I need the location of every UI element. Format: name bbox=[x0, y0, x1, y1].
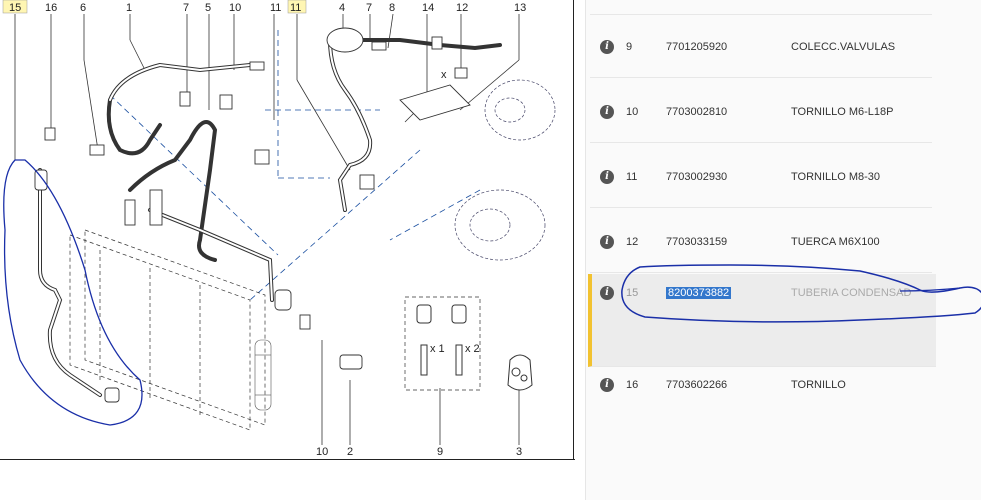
callout-label: 15 bbox=[9, 2, 21, 14]
x-mark: x bbox=[441, 69, 447, 81]
leader-lines bbox=[14, 13, 520, 445]
callout-label: 9 bbox=[437, 446, 443, 458]
callout-15-highlight bbox=[2, 0, 28, 14]
row-number: 9 bbox=[626, 41, 633, 53]
callout-label: 13 bbox=[514, 2, 526, 14]
callout-label: 2 bbox=[347, 446, 353, 458]
callout-label: 12 bbox=[456, 2, 468, 14]
part-reference[interactable]: 7703602266 bbox=[666, 379, 728, 391]
part-reference[interactable]: 7703002810 bbox=[666, 106, 728, 118]
part-description: TORNILLO bbox=[791, 379, 846, 391]
row-number: 12 bbox=[626, 236, 639, 248]
parts-row-partial bbox=[590, 0, 932, 15]
diagram-right-border bbox=[573, 0, 574, 460]
callout-label: 1 bbox=[126, 2, 132, 14]
hand-drawn-circle bbox=[3, 159, 143, 426]
callout-11-box bbox=[287, 0, 307, 14]
exploded-parts-diagram: 15 16 6 1 7 5 10 11 11 4 7 8 14 12 13 bbox=[2, 0, 556, 458]
info-icon[interactable]: i bbox=[600, 40, 614, 54]
callout-label: 3 bbox=[516, 446, 522, 458]
callout-label: 6 bbox=[80, 2, 86, 14]
row-number: 16 bbox=[626, 379, 639, 391]
row-number: 11 bbox=[626, 171, 638, 183]
valve-kit: x 1 x 2 bbox=[404, 296, 481, 391]
callout-label: 7 bbox=[183, 2, 189, 14]
fittings bbox=[34, 27, 471, 403]
compressor-sketch bbox=[454, 79, 556, 261]
parts-list-panel: i 9 7701205920 COLECC.VALVULAS i 10 7703… bbox=[586, 0, 981, 500]
diagram-bottom-border bbox=[0, 459, 575, 460]
qty-label: x 1 bbox=[430, 343, 445, 355]
part-description: TORNILLO M8-30 bbox=[791, 171, 881, 183]
table-row[interactable]: i 9 7701205920 COLECC.VALVULAS bbox=[590, 15, 932, 78]
info-icon[interactable]: i bbox=[600, 105, 614, 119]
info-icon[interactable]: i bbox=[600, 286, 614, 300]
part-description: COLECC.VALVULAS bbox=[791, 41, 896, 53]
oring-bag bbox=[507, 354, 533, 391]
table-row-selected[interactable]: i 15 8200373882 TUBERIA CONDENSAD bbox=[588, 274, 936, 367]
panel-divider bbox=[585, 0, 586, 500]
part-description: TORNILLO M6-L18P bbox=[791, 106, 894, 118]
part-reference[interactable]: 7701205920 bbox=[666, 41, 728, 53]
callout-label: 11 bbox=[270, 2, 281, 14]
part-reference[interactable]: 7703002930 bbox=[666, 171, 728, 183]
callout-label: 5 bbox=[205, 2, 211, 14]
info-icon[interactable]: i bbox=[600, 170, 614, 184]
callout-label: 4 bbox=[339, 2, 345, 14]
info-icon[interactable]: i bbox=[600, 378, 614, 392]
part-description: TUERCA M6X100 bbox=[791, 236, 880, 248]
row-number: 15 bbox=[626, 287, 639, 299]
callout-label: 10 bbox=[229, 2, 241, 14]
callout-label: 8 bbox=[389, 2, 395, 14]
qty-label: x 2 bbox=[465, 343, 480, 355]
receiver-drier bbox=[254, 339, 272, 411]
table-row[interactable]: i 11 7703002930 TORNILLO M8-30 bbox=[590, 145, 932, 208]
part-description: TUBERIA CONDENSAD bbox=[791, 287, 912, 299]
table-row[interactable]: i 10 7703002810 TORNILLO M6-L18P bbox=[590, 80, 932, 143]
callout-label: 7 bbox=[366, 2, 372, 14]
info-icon[interactable]: i bbox=[600, 235, 614, 249]
callout-label: 11 bbox=[290, 2, 301, 14]
callout-label: 16 bbox=[45, 2, 57, 14]
part-reference-selected[interactable]: 8200373882 bbox=[666, 287, 732, 299]
dashed-guides bbox=[109, 30, 481, 301]
condenser-outline bbox=[69, 229, 266, 431]
callout-label: 14 bbox=[422, 2, 434, 14]
table-row[interactable]: i 16 7703602266 TORNILLO bbox=[590, 368, 932, 430]
part-reference[interactable]: 7703033159 bbox=[666, 236, 728, 248]
row-number: 10 bbox=[626, 106, 639, 118]
table-row[interactable]: i 12 7703033159 TUERCA M6X100 bbox=[590, 210, 932, 273]
callout-label: 10 bbox=[316, 446, 328, 458]
